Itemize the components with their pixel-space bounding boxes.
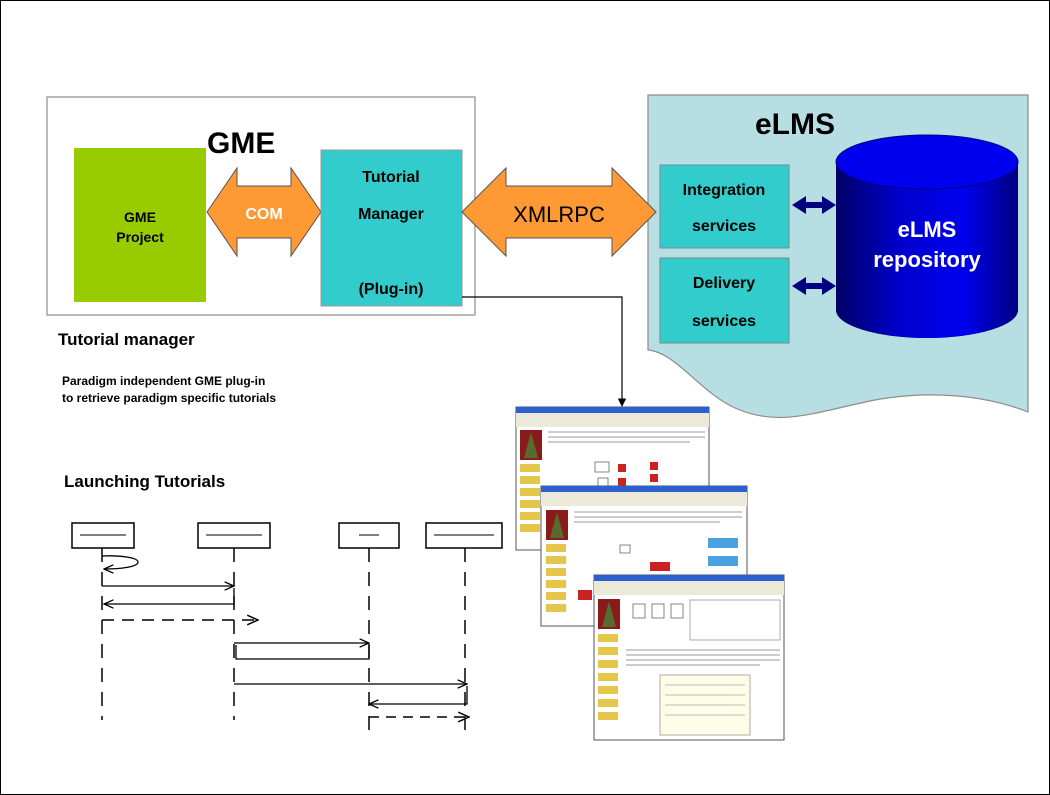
tutorial-manager-box [320, 149, 463, 307]
repository-label-line2: repository [873, 247, 981, 272]
tutorial-manager-label-line2: Manager [358, 206, 424, 223]
tutorial-screenshot-3 [593, 574, 785, 741]
xmlrpc-label: XMLRPC [513, 202, 605, 227]
return-3-to-2 [235, 645, 370, 660]
sequence-diagram [71, 522, 503, 735]
integration-services-box [659, 164, 790, 249]
gme-title: GME [207, 127, 275, 160]
elms-title: eLMS [755, 108, 835, 141]
delivery-services-box [659, 257, 790, 344]
com-label: COM [245, 206, 282, 223]
integration-repository-arrow [792, 196, 836, 214]
tutorial-manager-description-line2: to retrieve paradigm specific tutorials [62, 391, 276, 405]
tutorial-manager-label-line1: Tutorial [362, 169, 419, 186]
integration-services-line2: services [692, 218, 756, 235]
tutorial-screenshot-thumbnails [515, 406, 785, 741]
integration-services-line1: Integration [683, 182, 766, 199]
return-4-to-3 [369, 686, 468, 704]
repository-label-line1: eLMS [898, 217, 957, 242]
gme-project-box [74, 148, 206, 302]
gme-project-label-line1: GME [124, 209, 156, 225]
database-cylinder-icon [835, 134, 1019, 338]
launching-tutorials-heading: Launching Tutorials [64, 472, 225, 491]
delivery-services-line1: Delivery [693, 275, 755, 292]
xmlrpc-double-arrow [461, 166, 657, 258]
tutorial-manager-description-line1: Paradigm independent GME plug-in [62, 374, 265, 388]
gme-project-label-line2: Project [116, 229, 164, 245]
delivery-services-line2: services [692, 313, 756, 330]
tutorial-manager-heading: Tutorial manager [58, 330, 195, 349]
plugin-to-screenshots-connector [462, 296, 627, 407]
delivery-repository-arrow [792, 277, 836, 295]
tutorial-manager-label-line3: (Plug-in) [359, 281, 424, 298]
self-message [101, 555, 139, 569]
return-2-to-1 [104, 588, 235, 604]
